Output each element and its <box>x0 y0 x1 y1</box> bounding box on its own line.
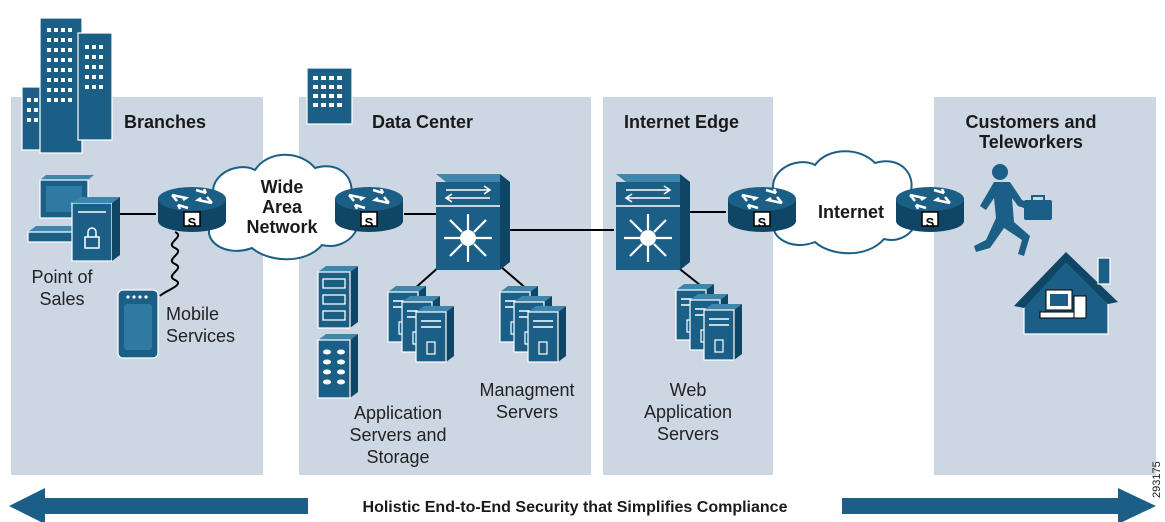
wan-label-line3: Network <box>246 217 318 237</box>
server-icon <box>703 303 743 361</box>
running-man-icon <box>974 164 1052 256</box>
zone-title-customers-line1: Customers and <box>965 112 1096 132</box>
zone-title-customers-line2: Teleworkers <box>979 132 1083 152</box>
app-label-line1: Application <box>354 403 442 423</box>
storage-icon <box>317 334 358 399</box>
multilayer-switch-icon <box>434 172 512 272</box>
zone-title-branches: Branches <box>124 112 206 132</box>
compliance-banner: Holistic End-to-End Security that Simpli… <box>363 499 788 516</box>
figure-id: 293175 <box>1151 461 1163 498</box>
house-icon <box>1014 252 1118 335</box>
zone-title-data-center: Data Center <box>372 112 473 132</box>
app-label-line2: Servers and <box>349 425 446 445</box>
server-icon <box>415 305 455 363</box>
pc-icon <box>27 175 120 262</box>
branches-zone <box>11 97 263 475</box>
multilayer-switch-icon <box>614 172 692 272</box>
wireless-link <box>159 231 180 297</box>
router-badge: S <box>188 215 197 230</box>
web-label-line1: Web <box>670 380 707 400</box>
storage-icon <box>317 266 358 329</box>
mobile-label-line2: Services <box>166 326 235 346</box>
app-label-line3: Storage <box>366 447 429 467</box>
wan-label-line1: Wide <box>261 177 304 197</box>
router-badge: S <box>926 215 935 230</box>
router-badge: S <box>365 215 374 230</box>
building-icon <box>21 17 113 154</box>
zone-title-internet-edge: Internet Edge <box>624 112 739 132</box>
internet-label: Internet <box>818 202 884 222</box>
web-label-line3: Servers <box>657 424 719 444</box>
web-label-line2: Application <box>644 402 732 422</box>
pos-label-line2: Sales <box>39 289 84 309</box>
mobile-device-icon <box>117 289 159 359</box>
pos-label-line1: Point of <box>31 267 93 287</box>
building-icon <box>306 67 353 125</box>
server-icon <box>527 305 567 363</box>
mobile-label-line1: Mobile <box>166 304 219 324</box>
router-badge: S <box>758 215 767 230</box>
mgmt-label-line1: Managment <box>479 380 574 400</box>
compliance-arrow <box>9 488 1156 522</box>
mgmt-label-line2: Servers <box>496 402 558 422</box>
wan-label-line2: Area <box>262 197 303 217</box>
